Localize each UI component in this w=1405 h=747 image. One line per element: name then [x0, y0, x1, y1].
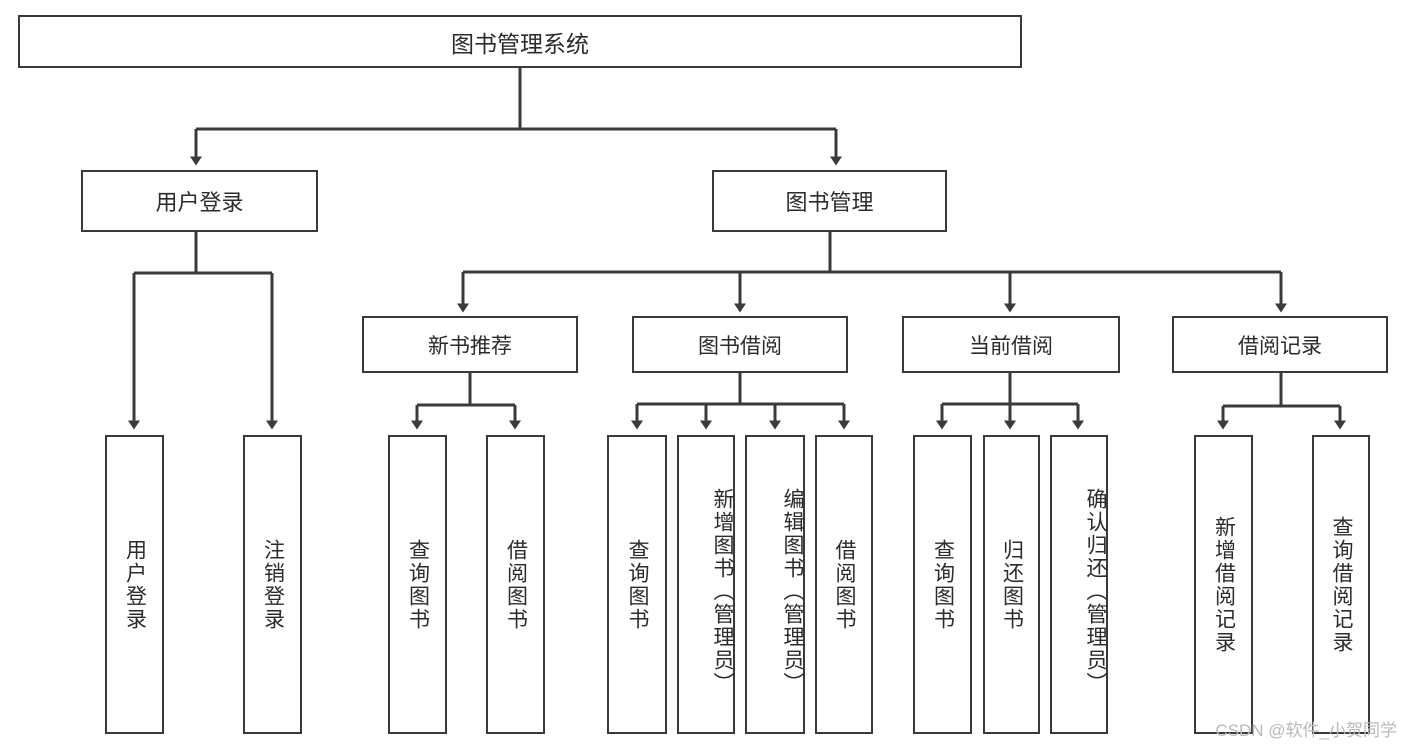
leaf-label: 确认归还（管理员）	[1084, 488, 1107, 695]
leaf-user-login[interactable]: 用户登录	[105, 435, 164, 734]
leaf-label: 查询图书	[406, 538, 430, 631]
leaf-label: 借阅图书	[833, 538, 857, 631]
leaf-borrow-book[interactable]: 借阅图书	[815, 435, 873, 734]
leaf-label: 查询借阅记录	[1330, 515, 1354, 654]
leaf-label: 新增图书（管理员）	[711, 488, 734, 695]
leaf-query-book-current[interactable]: 查询图书	[913, 435, 972, 734]
node-label: 借阅记录	[1238, 334, 1322, 358]
node-borrow-record[interactable]: 借阅记录	[1172, 316, 1388, 373]
leaf-label: 查询图书	[931, 538, 955, 631]
csdn-watermark: CSDN @软件_小贺同学	[1215, 721, 1397, 740]
node-label: 图书借阅	[698, 334, 782, 358]
leaf-label: 编辑图书（管理员）	[781, 488, 804, 695]
node-new-book-recommend[interactable]: 新书推荐	[362, 316, 578, 373]
node-book-management[interactable]: 图书管理	[712, 170, 947, 232]
node-label: 图书管理系统	[451, 30, 589, 57]
leaf-confirm-return-admin[interactable]: 确认归还（管理员）	[1050, 435, 1108, 734]
leaf-add-borrow-record[interactable]: 新增借阅记录	[1194, 435, 1253, 734]
node-label: 当前借阅	[969, 334, 1053, 358]
node-label: 图书管理	[785, 190, 874, 215]
node-current-borrow[interactable]: 当前借阅	[902, 316, 1120, 373]
leaf-label: 注销登录	[261, 538, 285, 631]
leaf-label: 查询图书	[626, 538, 650, 631]
leaf-label: 归还图书	[1000, 538, 1024, 631]
leaf-query-book-recommend[interactable]: 查询图书	[388, 435, 447, 734]
node-user-login[interactable]: 用户登录	[81, 170, 318, 232]
leaf-label: 新增借阅记录	[1212, 515, 1236, 654]
leaf-borrow-book-recommend[interactable]: 借阅图书	[486, 435, 545, 734]
leaf-add-book-admin[interactable]: 新增图书（管理员）	[677, 435, 735, 734]
leaf-edit-book-admin[interactable]: 编辑图书（管理员）	[745, 435, 805, 734]
node-root-system[interactable]: 图书管理系统	[18, 15, 1022, 68]
leaf-query-book-borrow[interactable]: 查询图书	[607, 435, 667, 734]
leaf-label: 用户登录	[123, 538, 147, 631]
leaf-query-borrow-record[interactable]: 查询借阅记录	[1312, 435, 1370, 734]
node-label: 新书推荐	[428, 334, 512, 358]
node-label: 用户登录	[155, 190, 244, 215]
leaf-label: 借阅图书	[504, 538, 528, 631]
leaf-logout[interactable]: 注销登录	[243, 435, 302, 734]
node-book-borrow[interactable]: 图书借阅	[632, 316, 848, 373]
leaf-return-book[interactable]: 归还图书	[983, 435, 1040, 734]
